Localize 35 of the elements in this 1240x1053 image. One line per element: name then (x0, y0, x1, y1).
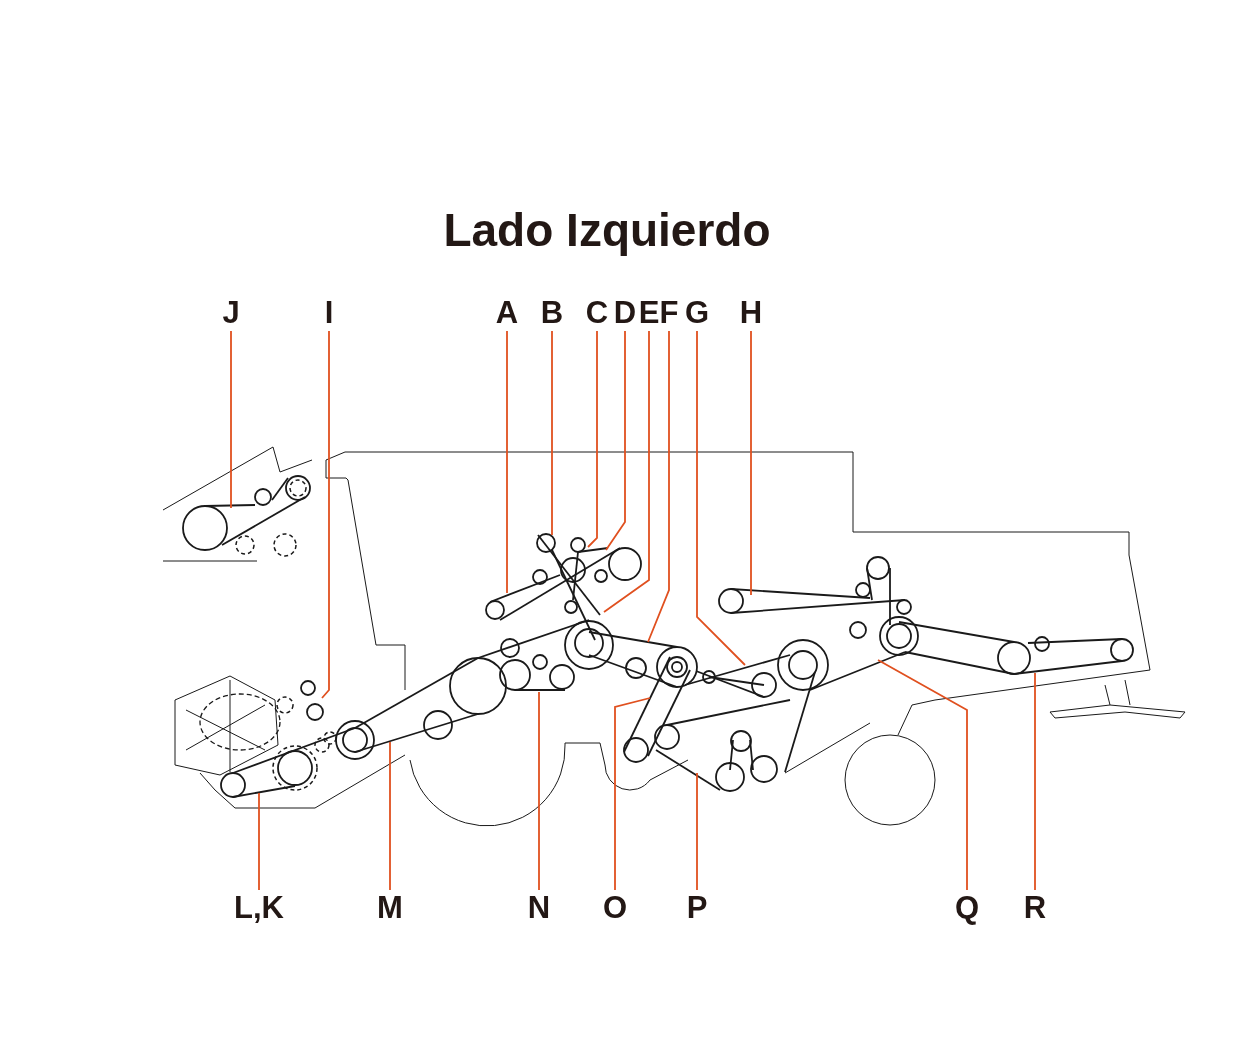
callout-letter: G (684, 295, 710, 331)
callout-letter: Q (954, 890, 980, 926)
callout-letter: J (222, 295, 240, 331)
leader-line (389, 741, 391, 891)
callout-letter: M (377, 890, 403, 926)
leader-line (230, 330, 232, 509)
leader-line (551, 330, 553, 536)
callout-letter: F (659, 295, 679, 331)
leader-line (321, 330, 330, 699)
leader-line (603, 330, 650, 613)
leader-line (750, 330, 752, 596)
callout-letter: L,K (234, 890, 284, 926)
callout-letter: C (585, 295, 609, 331)
diagram-title: Lado Izquierdo (442, 203, 772, 258)
callout-letter: R (1023, 890, 1047, 926)
leader-line (605, 330, 626, 551)
leader-line (696, 330, 746, 666)
callout-letter: I (324, 295, 334, 331)
leader-line (506, 330, 508, 594)
callout-letter: B (540, 295, 564, 331)
callout-letter: D (613, 295, 637, 331)
leader-line (696, 772, 698, 891)
leader-line (647, 330, 670, 643)
leader-line (258, 792, 260, 891)
leader-line (538, 691, 540, 891)
callout-letter: E (638, 295, 660, 331)
callout-letter: A (495, 295, 519, 331)
callout-letter: N (527, 890, 551, 926)
callout-letter: H (739, 295, 763, 331)
callout-letter: P (686, 890, 708, 926)
leader-line (587, 330, 598, 548)
leader-line (877, 659, 968, 891)
leader-line (614, 697, 651, 891)
leader-line (1034, 672, 1036, 891)
callout-letter: O (602, 890, 628, 926)
